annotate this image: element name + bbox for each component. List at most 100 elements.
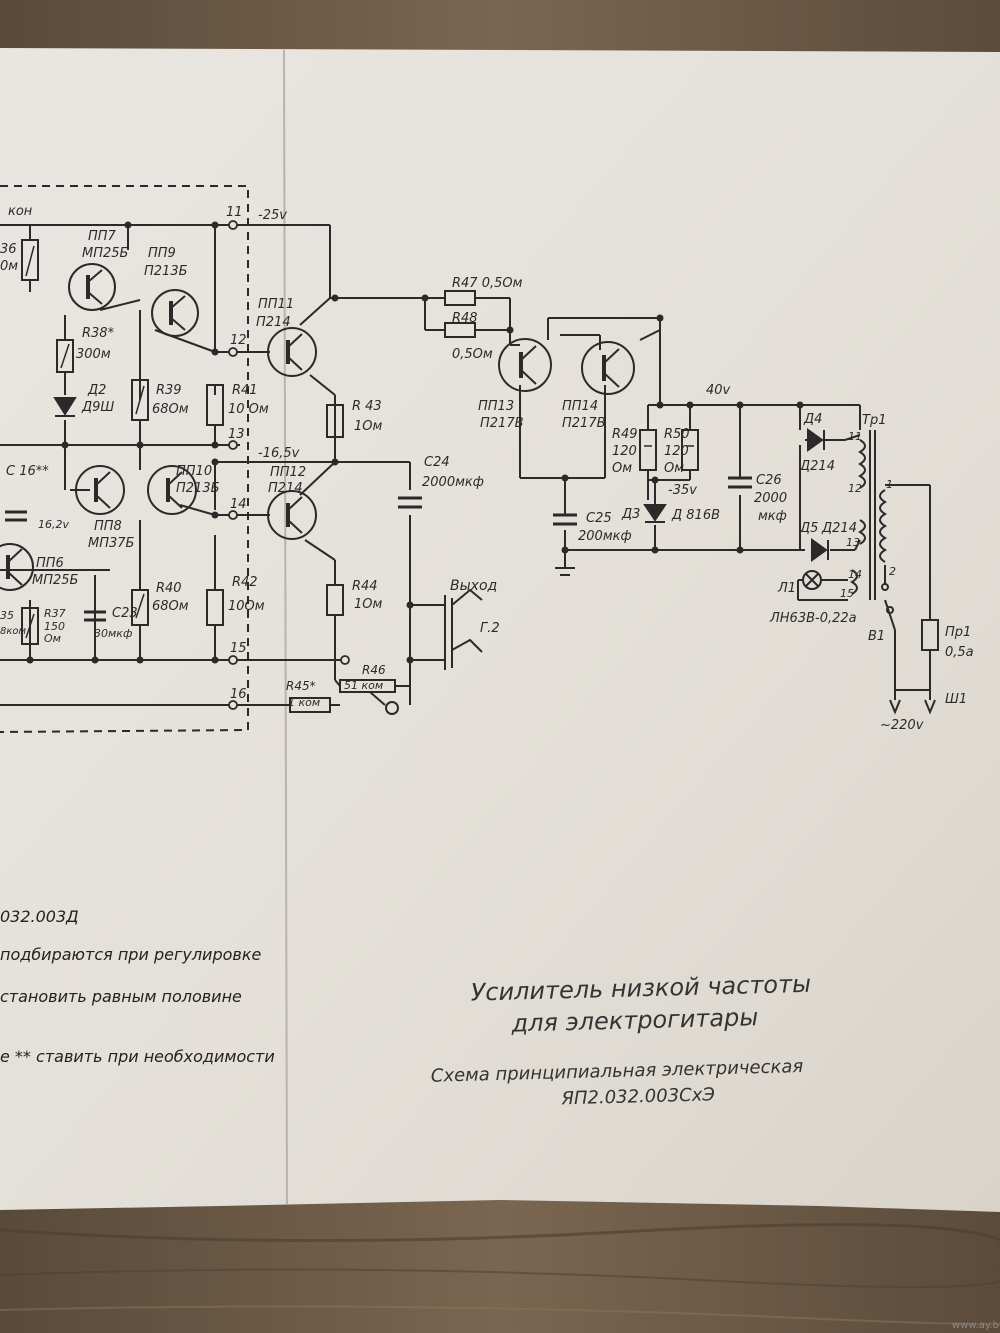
note-doc-number: 032.003Д: [0, 907, 79, 926]
pp8-type: МП37Б: [88, 536, 135, 551]
r42-ref: R42: [232, 575, 258, 590]
r39-ref: R39: [156, 383, 182, 398]
watermark: www.ay.by: [952, 1320, 1000, 1331]
title-line-4: ЯП2.032.003СхЭ: [560, 1084, 715, 1109]
r42-value: 10Ом: [228, 599, 265, 614]
pp7-ref: ПП7: [88, 229, 117, 244]
capacitor-c25: [553, 513, 577, 526]
paper-sheet: [0, 48, 1000, 1212]
r49-unit: Ом: [612, 461, 632, 476]
primary-1: 1: [886, 478, 893, 491]
c26-unit: мкф: [758, 509, 787, 524]
c26-value: 2000: [754, 491, 787, 506]
r43-value: 1Ом: [354, 419, 383, 434]
fuse-ref: Пр1: [945, 625, 971, 640]
r46-ref: R46: [362, 663, 386, 677]
capacitor-c23: [84, 610, 106, 622]
capacitor-c26: [728, 476, 752, 489]
plug-label: Ш1: [945, 692, 967, 707]
pp11-type: П214: [256, 315, 291, 330]
transistor-pp14: [581, 341, 635, 395]
output-jack-label: Г.2: [480, 621, 500, 636]
d2-ref: Д2: [87, 383, 106, 398]
resistor-r37: [21, 607, 39, 645]
lamp-ref: Л1: [777, 581, 796, 596]
resistor-r50: [681, 429, 699, 471]
pp11-ref: ПП11: [258, 297, 294, 312]
pp6-ref: ПП6: [36, 556, 64, 571]
r50-ref: R50: [664, 427, 690, 442]
r36-label: 36: [0, 242, 17, 257]
net-14-label: 14: [230, 497, 247, 512]
r41-ref: R41: [232, 383, 258, 398]
r37-ref: R37: [44, 607, 66, 620]
transistor-pp8: [75, 465, 125, 515]
r47-label: R47 0,5Ом: [452, 276, 523, 291]
lamp-type: ЛН63В-0,22а: [769, 611, 857, 626]
capacitor-c16: [5, 510, 27, 522]
c23-value: 30мкф: [94, 627, 132, 640]
resistor-r36: [21, 239, 39, 281]
pp13-ref: ПП13: [478, 399, 514, 414]
fuse-value: 0,5а: [945, 645, 974, 660]
net-16-label: 16: [230, 687, 247, 702]
winding-14: 14: [848, 568, 862, 581]
pp13-type: П217В: [480, 416, 524, 431]
r38-ref: R38*: [82, 326, 115, 341]
r36-value: 0м: [0, 259, 18, 274]
switch-b1-label: В1: [868, 629, 885, 644]
winding-15: 15: [840, 587, 854, 600]
d4-type: Д214: [799, 459, 835, 474]
resistor-r41: [206, 384, 224, 426]
paper-fold: [283, 49, 288, 1205]
mains-label: ~220v: [880, 718, 924, 733]
r48-ref: R48: [452, 311, 478, 326]
resistor-r38: [56, 339, 74, 373]
c25-value: 200мкф: [578, 529, 632, 544]
d5-type: Д214: [821, 521, 857, 536]
c16-label: С 16**: [6, 464, 49, 479]
pp14-type: П217В: [562, 416, 606, 431]
r38-value: 300м: [76, 347, 111, 362]
resistor-r39: [131, 379, 149, 421]
transistor-pp6: [0, 543, 34, 591]
zener-diode-d3: [643, 504, 667, 523]
r46-value: 51 ком: [344, 679, 383, 692]
r45-value: 1 ком: [288, 696, 320, 709]
resistor-r43: [326, 404, 344, 438]
diode-d2: [53, 397, 77, 417]
capacitor-c24: [398, 496, 422, 509]
dashed-block-boundary: [0, 185, 249, 733]
net-11-label: 11: [226, 205, 243, 220]
c24-value: 2000мкф: [422, 475, 484, 490]
d5-ref: Д5: [799, 521, 818, 536]
v16-label: 16,2v: [38, 518, 69, 531]
net-minus25v-label: -25v: [258, 208, 287, 223]
winding-12: 12: [848, 482, 862, 495]
pp9-ref: ПП9: [148, 246, 176, 261]
d2-type: Д9Ш: [81, 400, 114, 415]
r37-unit: Ом: [44, 632, 61, 645]
r37-value: 150: [44, 620, 65, 633]
r50-value: 120: [664, 444, 689, 459]
r43-ref: R 43: [352, 399, 382, 414]
note-half: становить равным половине: [0, 987, 242, 1006]
c23-ref: С23: [112, 606, 138, 621]
r35-label: 35: [0, 609, 14, 622]
pp14-ref: ПП14: [562, 399, 598, 414]
transformer-label: Тр1: [862, 413, 886, 428]
resistor-r42: [206, 589, 224, 626]
pp8-ref: ПП8: [94, 519, 122, 534]
r50-unit: Ом: [664, 461, 684, 476]
r35-value: 8ком: [0, 626, 27, 637]
net-40v-label: 40v: [706, 383, 731, 398]
resistor-r40: [131, 589, 149, 626]
winding-13: 13: [846, 536, 860, 549]
r40-value: 68Ом: [152, 599, 189, 614]
transistor-pp12: [267, 490, 317, 540]
d3-type: Д 816В: [671, 508, 720, 523]
net-12-label: 12: [230, 333, 247, 348]
transistor-pp11: [267, 327, 317, 377]
d4-ref: Д4: [803, 412, 822, 427]
